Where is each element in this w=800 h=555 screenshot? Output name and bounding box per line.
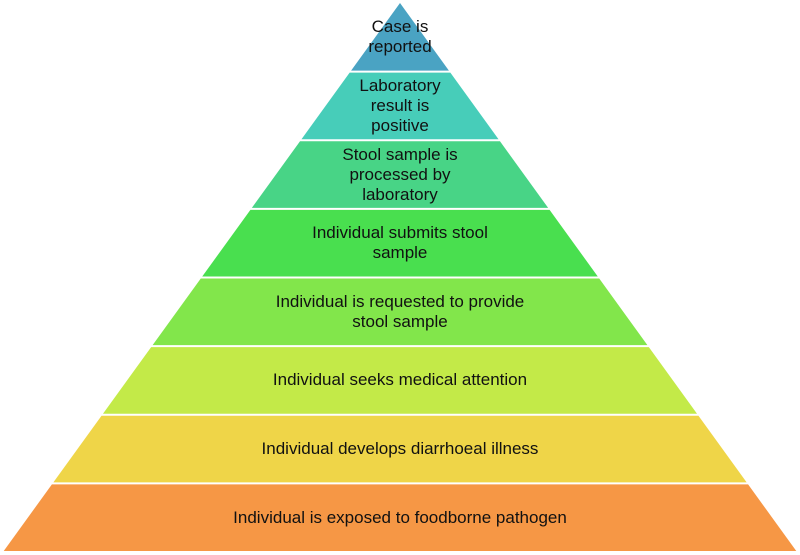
label-line: stool sample bbox=[352, 311, 448, 331]
label-line: reported bbox=[368, 36, 432, 56]
pyramid-level-7-label: Individual develops diarrhoeal illness bbox=[0, 416, 800, 483]
label-line: Individual submits stool bbox=[312, 223, 488, 243]
label-line: Individual seeks medical attention bbox=[272, 370, 528, 390]
pyramid-level-3-shape bbox=[251, 141, 549, 208]
label-line: Laboratory bbox=[359, 75, 441, 95]
label-line: processed by bbox=[349, 164, 451, 184]
label-line: laboratory bbox=[362, 184, 438, 204]
pyramid-level-8-label: Individual is exposed to foodborne patho… bbox=[0, 484, 800, 551]
pyramid-level-4-shape bbox=[202, 209, 598, 277]
pyramid-level-2-shape bbox=[301, 72, 499, 140]
pyramid-level-6-shape bbox=[102, 347, 698, 414]
pyramid-level-5-shape bbox=[152, 278, 648, 346]
label-line: Individual develops diarrhoeal illness bbox=[261, 439, 539, 459]
label-line: result is bbox=[370, 95, 430, 115]
label-line: positive bbox=[371, 115, 429, 135]
label-line: sample bbox=[372, 243, 428, 263]
pyramid-level-1-shape bbox=[351, 3, 449, 71]
pyramid-level-8-shape bbox=[3, 484, 797, 551]
label-line: Individual is exposed to foodborne patho… bbox=[233, 507, 567, 527]
pyramid-level-6-label: Individual seeks medical attention bbox=[0, 347, 800, 414]
label-line: Stool sample is bbox=[342, 144, 458, 164]
label-line: Individual is requested to provide bbox=[275, 291, 525, 311]
label-line: Case is bbox=[371, 16, 429, 36]
pyramid-level-7-shape bbox=[53, 415, 747, 483]
